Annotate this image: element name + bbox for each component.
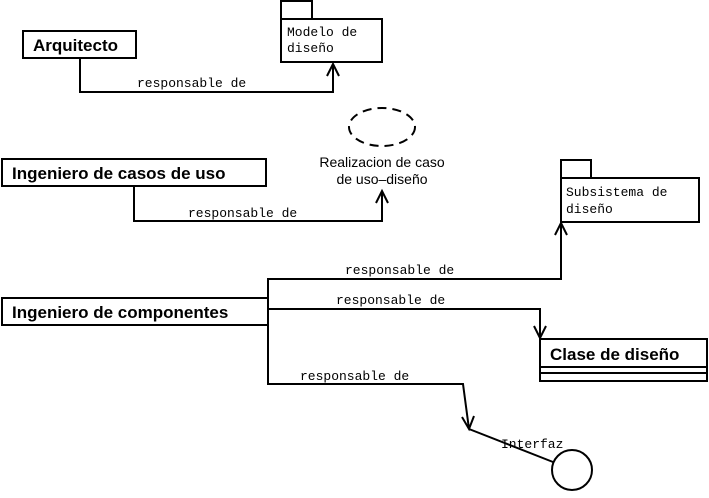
interface-interfaz-label: Interfaz <box>501 437 563 452</box>
relation-componentes-subsistema-label: responsable de <box>345 263 454 278</box>
relation-casos-realizacion: responsable de <box>133 186 389 222</box>
relation-componentes-subsistema: responsable de <box>267 220 568 298</box>
actor-ingeniero-componentes-label: Ingeniero de componentes <box>12 303 228 322</box>
usecase-realizacion-label-1: Realizacion de caso <box>319 154 445 170</box>
actor-ingeniero-casos-label: Ingeniero de casos de uso <box>12 164 226 183</box>
actor-arquitecto-label: Arquitecto <box>33 36 118 55</box>
actor-ingeniero-casos: Ingeniero de casos de uso <box>1 158 267 187</box>
package-subsistema-label-1: Subsistema de <box>566 185 667 200</box>
package-subsistema-label-2: diseño <box>566 202 613 217</box>
package-modelo-label-2: diseño <box>287 41 334 56</box>
class-clase-diseno: Clase de diseño <box>539 338 708 382</box>
relation-componentes-interfaz-label: responsable de <box>300 369 409 384</box>
relation-componentes-clase-label: responsable de <box>336 293 445 308</box>
usecase-realizacion: Realizacion de caso de uso–diseño <box>319 107 445 187</box>
actor-arquitecto: Arquitecto <box>22 30 137 59</box>
usecase-realizacion-label-2: de uso–diseño <box>336 171 427 187</box>
relation-componentes-clase: responsable de <box>268 293 547 341</box>
class-clase-diseno-label: Clase de diseño <box>550 345 679 364</box>
relation-casos-realizacion-label: responsable de <box>188 206 297 221</box>
package-modelo-diseno: Modelo de diseño <box>280 0 383 63</box>
relation-componentes-interfaz: responsable de <box>267 325 475 432</box>
relation-arquitecto-modelo-label: responsable de <box>137 76 246 91</box>
relation-arquitecto-modelo: responsable de <box>79 58 340 93</box>
package-modelo-label-1: Modelo de <box>287 25 357 40</box>
actor-ingeniero-componentes: Ingeniero de componentes <box>1 297 269 326</box>
interface-interfaz: Interfaz <box>468 428 593 491</box>
interface-circle-icon <box>551 449 593 491</box>
package-subsistema-diseno: Subsistema de diseño <box>560 159 700 223</box>
